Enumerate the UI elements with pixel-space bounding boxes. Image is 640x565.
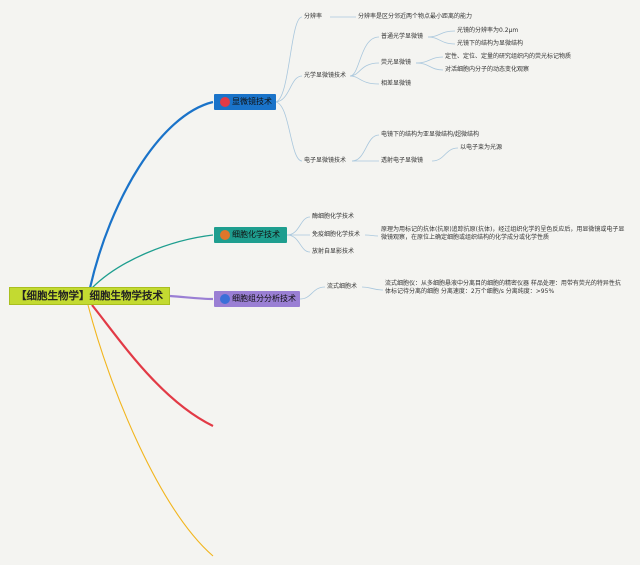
topic-flow-cytometry[interactable]: 流式细胞术 bbox=[327, 283, 358, 290]
immunocytochemistry-note[interactable]: 原理为用标记的抗体(抗原)追踪抗原(抗体)，经过组织化学的呈色反应后，用显微镜或… bbox=[381, 226, 625, 241]
electron-structure-fact[interactable]: 电镜下的结构为亚显微结构/超微结构 bbox=[381, 131, 480, 138]
branch-microscopy[interactable]: 显微镜技术 bbox=[214, 94, 276, 110]
subtopic-phase-contrast[interactable]: 相差显微镜 bbox=[381, 80, 412, 87]
branch-microscopy-label: 显微镜技术 bbox=[232, 97, 272, 106]
orange-dot-icon bbox=[220, 230, 230, 240]
light-resolution-fact[interactable]: 光镜的分辨率为0.2μm bbox=[457, 27, 519, 34]
connector-root-yellow bbox=[87, 304, 214, 557]
fluorescence-fact-1[interactable]: 定性、定位、定量的研究组织内的荧光标记物质 bbox=[445, 53, 572, 60]
branch-cytochemistry[interactable]: 细胞化学技术 bbox=[214, 227, 287, 243]
subtopic-fluorescence-microscope[interactable]: 荧光显微镜 bbox=[381, 59, 412, 66]
topic-resolution[interactable]: 分辨率 bbox=[304, 13, 323, 20]
light-structure-fact[interactable]: 光镜下的结构为显微结构 bbox=[457, 40, 524, 47]
connector-root-red bbox=[91, 304, 214, 427]
blue-dot-icon bbox=[220, 294, 230, 304]
topic-electron-microscopy[interactable]: 电子显微镜技术 bbox=[304, 157, 347, 164]
resolution-definition[interactable]: 分辨率是区分邻近两个物点最小距离的能力 bbox=[358, 13, 473, 20]
connector-root-fraction bbox=[169, 294, 214, 301]
branch-fractionation[interactable]: 细胞组分分析技术 bbox=[214, 291, 300, 307]
fluorescence-fact-2[interactable]: 对活细胞内分子的动态变化观察 bbox=[445, 66, 530, 73]
topic-immunocytochemistry[interactable]: 免疫细胞化学技术 bbox=[312, 231, 361, 238]
root-node[interactable]: 【细胞生物学】细胞生物学技术 bbox=[9, 287, 170, 305]
red-dot-icon bbox=[220, 97, 230, 107]
connector-root-microscopy bbox=[88, 100, 214, 289]
subtopic-tem[interactable]: 透射电子显微镜 bbox=[381, 157, 424, 164]
topic-light-microscopy[interactable]: 光学显微镜技术 bbox=[304, 72, 347, 79]
branch-fractionation-label: 细胞组分分析技术 bbox=[232, 294, 296, 303]
connector-root-cytochem bbox=[91, 234, 214, 289]
flow-cytometry-note[interactable]: 流式细胞仪：从多细胞悬液中分离目的细胞的精密仪器 样品处理：用带有荧光的特异性抗… bbox=[385, 280, 621, 295]
topic-autoradiography[interactable]: 放射自显影技术 bbox=[312, 248, 355, 255]
topic-enzyme-cytochemistry[interactable]: 酶细胞化学技术 bbox=[312, 213, 355, 220]
subtopic-ordinary-light-microscope[interactable]: 普通光学显微镜 bbox=[381, 33, 424, 40]
branch-cytochemistry-label: 细胞化学技术 bbox=[232, 230, 280, 239]
tem-fact[interactable]: 以电子束为光源 bbox=[460, 144, 503, 151]
